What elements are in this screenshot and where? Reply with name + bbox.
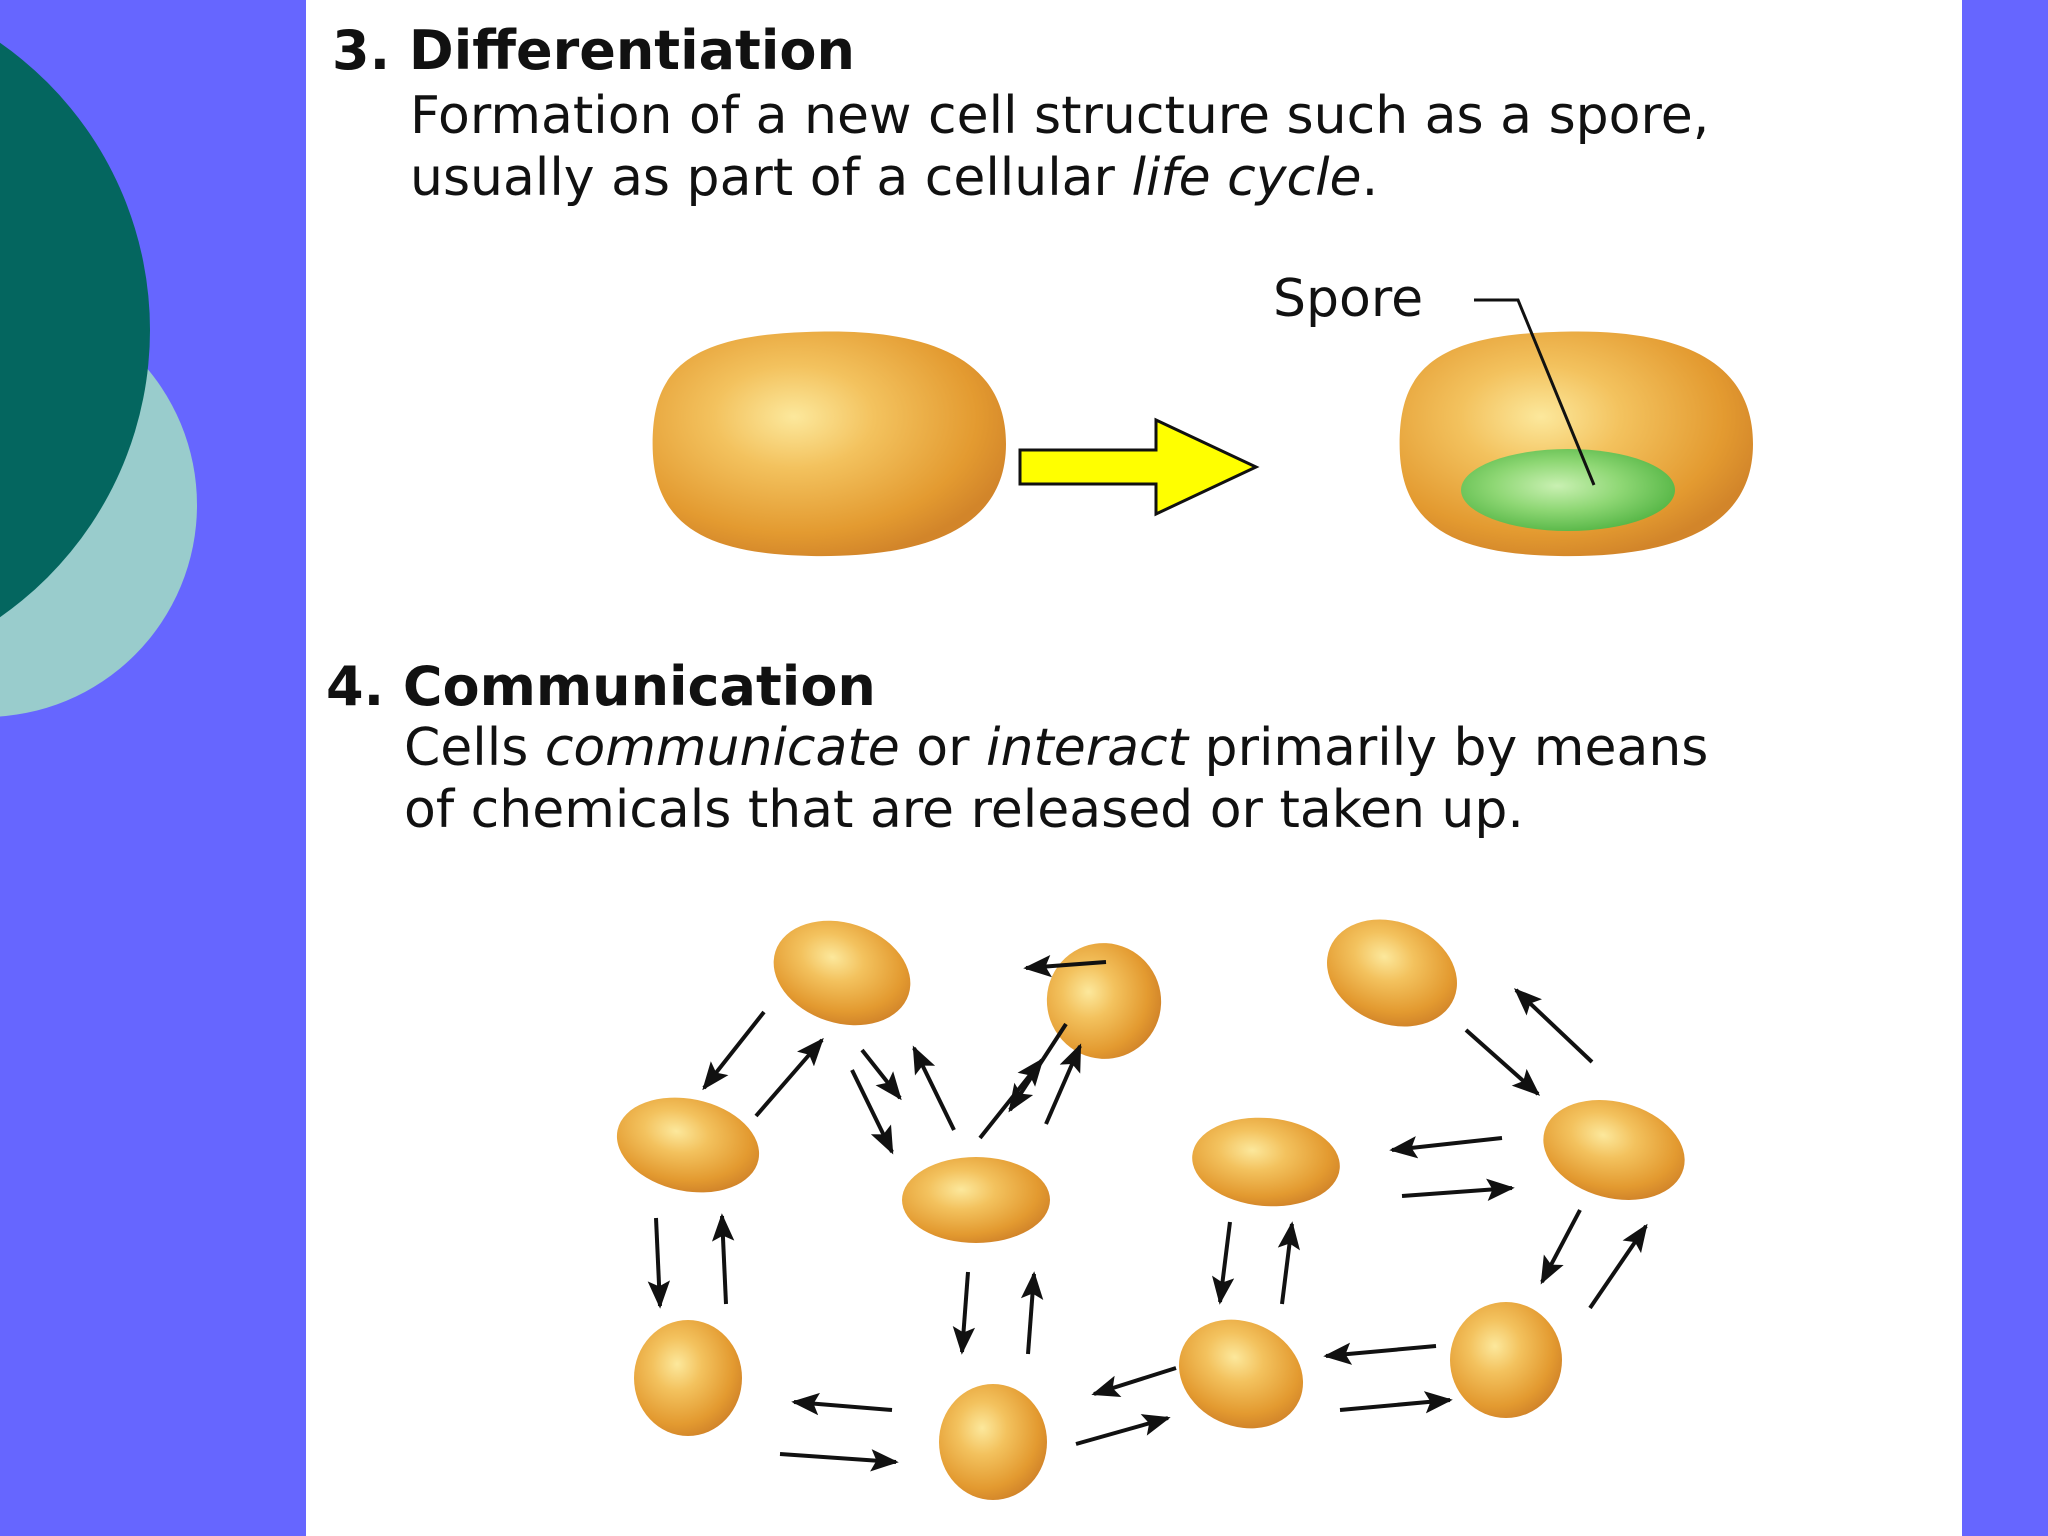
communication-text-line-1: Cells communicate or interact primarily … — [404, 722, 1708, 774]
cell-6 — [1192, 1117, 1340, 1207]
communication-text-line-2: of chemicals that are released or taken … — [404, 780, 1524, 840]
signal-arrow — [647, 1217, 671, 1309]
signal-arrow — [1023, 954, 1107, 978]
cell-9 — [939, 1384, 1047, 1500]
communication-text-cells: Cells — [404, 718, 545, 778]
spore-leader-line — [1474, 298, 1596, 486]
signal-arrow — [1075, 1414, 1171, 1446]
differentiation-text-line-2-end: . — [1361, 148, 1379, 208]
signal-arrow — [1277, 1221, 1300, 1305]
signal-arrow — [754, 1037, 824, 1118]
signal-arrow — [1020, 1271, 1044, 1355]
signal-arrow — [850, 1069, 894, 1155]
signal-arrow — [1091, 1366, 1177, 1398]
life-cycle-term: life cycle — [1131, 148, 1362, 208]
signal-arrow — [952, 1271, 976, 1355]
signal-arrow — [1008, 1022, 1068, 1113]
differentiation-heading: 3. Differentiation — [332, 19, 855, 82]
cell-3 — [1327, 919, 1457, 1027]
signal-arrow — [1044, 1043, 1082, 1125]
dark-teal-circle — [0, 42, 150, 618]
vegetative-cell — [652, 331, 1006, 557]
cell-11 — [1450, 1302, 1562, 1418]
communicate-term: communicate — [544, 718, 900, 778]
signal-arrow — [702, 1010, 766, 1091]
signal-arrow — [779, 1449, 899, 1472]
signal-arrow — [711, 1213, 735, 1305]
cell-10 — [1178, 1319, 1304, 1429]
process-arrow — [1018, 417, 1260, 517]
signal-arrow — [1212, 1221, 1235, 1305]
signal-arrow — [1540, 1209, 1582, 1285]
signal-arrow — [912, 1045, 956, 1131]
cell-2 — [1046, 943, 1162, 1059]
signal-arrow — [1323, 1342, 1437, 1365]
decorative-circles — [0, 42, 197, 717]
cell-7 — [1543, 1100, 1685, 1200]
differentiation-text-line-1: Formation of a new cell structure such a… — [410, 86, 1710, 146]
differentiation-figure: Spore — [652, 269, 1753, 557]
communication-figure — [616, 919, 1685, 1500]
cell-4 — [616, 1097, 760, 1193]
slide-content-panel: 3. Differentiation Formation of a new ce… — [306, 0, 1962, 1536]
signal-arrow — [1339, 1391, 1453, 1414]
signal-arrow — [860, 1048, 902, 1101]
cell-5 — [902, 1157, 1050, 1243]
signal-arrow — [1401, 1178, 1515, 1201]
signal-arrow — [1389, 1136, 1503, 1159]
spore — [1461, 449, 1675, 531]
communication-text-or: or — [899, 718, 987, 778]
communication-heading: 4. Communication — [326, 655, 876, 718]
signal-arrow — [1588, 1223, 1648, 1310]
illustration-layer: Spore — [616, 269, 1753, 1500]
differentiation-text-line-2-start: usually as part of a cellular — [410, 148, 1132, 208]
spore-label: Spore — [1273, 269, 1423, 329]
interact-term: interact — [986, 718, 1189, 778]
differentiation-text-line-2: usually as part of a cellular life cycle… — [410, 152, 1378, 204]
cell-1 — [773, 920, 911, 1026]
cell-8 — [634, 1320, 742, 1436]
communication-text-rest: primarily by means — [1188, 718, 1709, 778]
signal-arrow — [1513, 988, 1594, 1064]
signal-arrow — [791, 1392, 893, 1416]
signal-arrow — [1464, 1028, 1541, 1096]
